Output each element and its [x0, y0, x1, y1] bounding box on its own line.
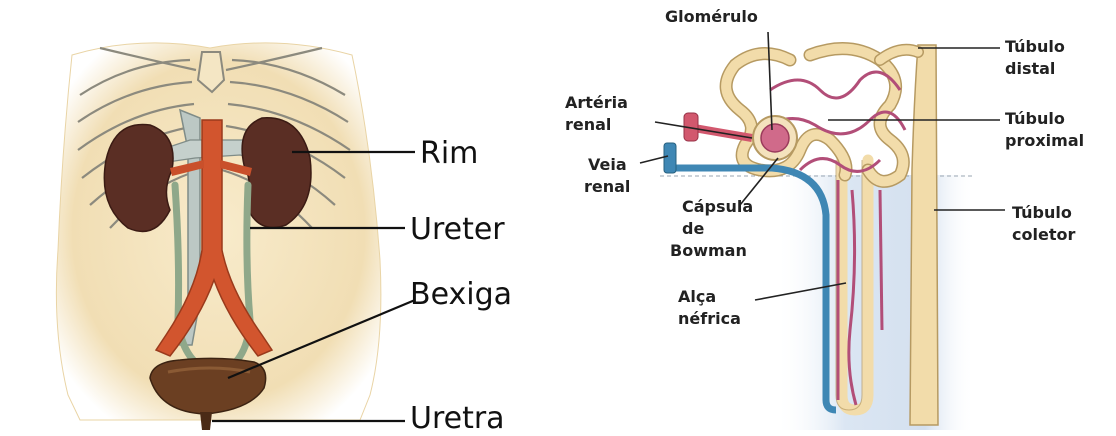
tubulo-distal-label-1: Túbulo [1005, 37, 1065, 56]
arteria-renal-label-2: renal [565, 115, 611, 134]
urethra [200, 412, 212, 430]
arteria-renal-leader [655, 122, 752, 138]
arteria-renal-label-1: Artéria [565, 93, 628, 112]
nephron-illustration: Glomérulo Túbulo distal Artéria renal Tú… [565, 7, 1084, 430]
capsula-label-3: Bowman [670, 241, 747, 260]
tubulo-coletor-label-2: coletor [1012, 225, 1075, 244]
rim-label: Rim [420, 136, 478, 171]
veia-renal-label-1: Veia [588, 155, 627, 174]
uretra-label: Uretra [410, 401, 505, 436]
glomerulo-label: Glomérulo [665, 7, 758, 26]
urinary-system-illustration: Rim Ureter Bexiga Uretra [56, 43, 512, 436]
veia-renal-label-2: renal [584, 177, 630, 196]
medulla-region [775, 175, 975, 430]
glomerulus [761, 124, 789, 152]
tubulo-coletor-label-1: Túbulo [1012, 203, 1072, 222]
tubulo-distal-label-2: distal [1005, 59, 1055, 78]
glomerulo-leader [768, 32, 772, 130]
kidney-right [242, 118, 311, 228]
capsula-label-1: Cápsula [682, 197, 753, 216]
alca-label-1: Alça [678, 287, 716, 306]
tubulo-proximal-label-1: Túbulo [1005, 109, 1065, 128]
ureter-label: Ureter [410, 212, 505, 247]
tubulo-proximal-label-2: proximal [1005, 131, 1084, 150]
alca-label-2: néfrica [678, 309, 741, 328]
bexiga-label: Bexiga [410, 277, 512, 312]
renal-vein-stub [664, 143, 676, 173]
collecting-duct [910, 45, 938, 425]
capsula-label-2: de [682, 219, 704, 238]
convoluted-tubules [726, 49, 918, 182]
